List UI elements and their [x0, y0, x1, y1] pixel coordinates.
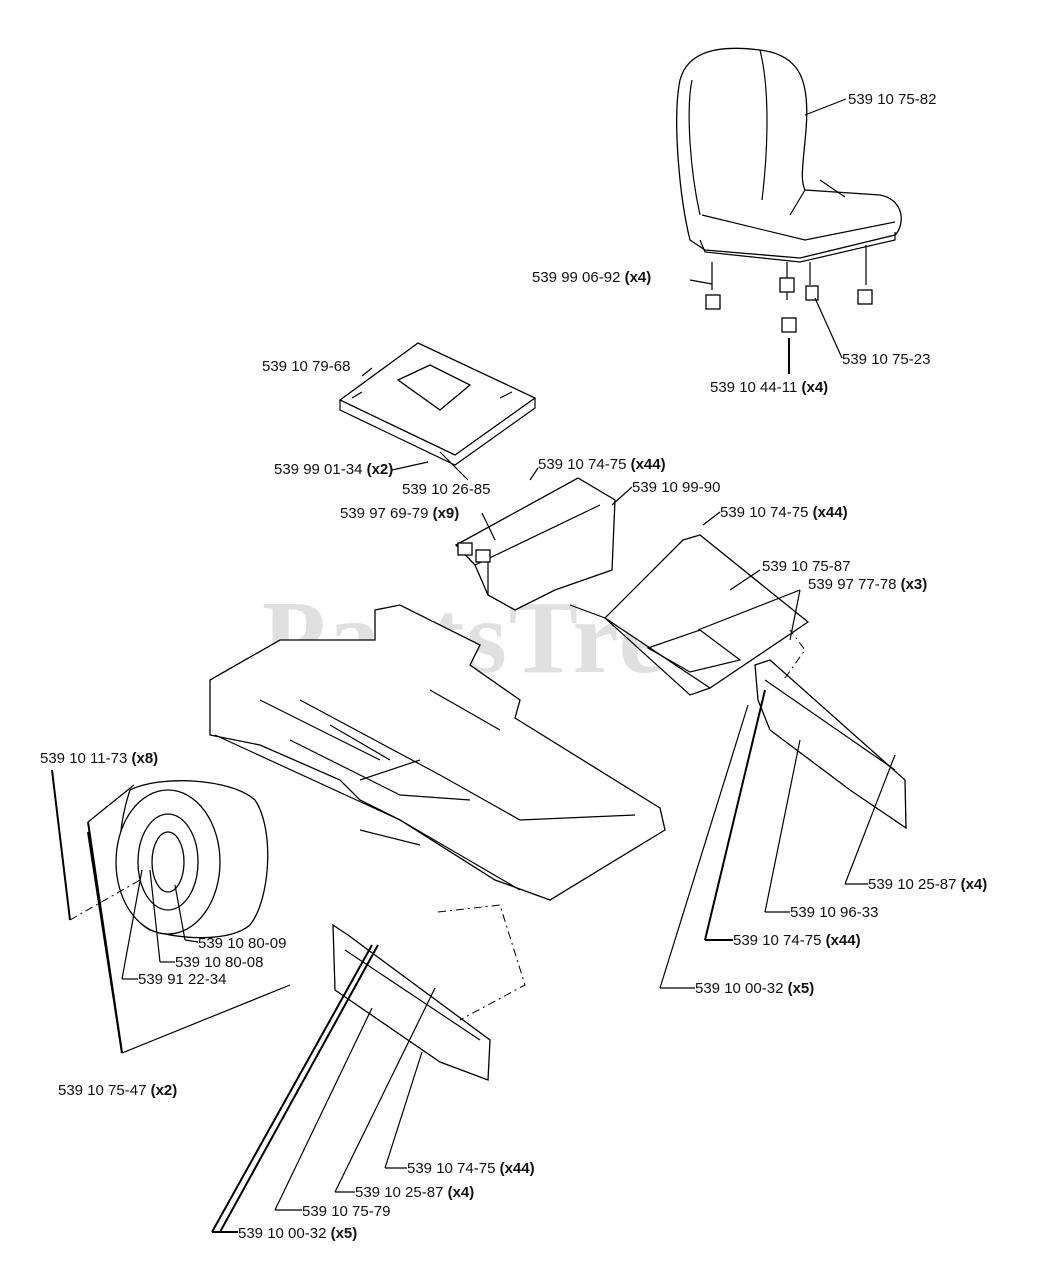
- callout-nut-left: 539 10 25-87 (x4): [355, 1184, 475, 1201]
- callout-clip: 539 10 26-85: [402, 481, 491, 498]
- callout-seat-knob: 539 10 44-11 (x4): [710, 379, 829, 396]
- right-panel-drawing: [754, 659, 907, 830]
- callout-floor-screw: 539 97 77-78 (x3): [808, 576, 928, 593]
- callout-screw: 539 97 69-79 (x9): [340, 505, 460, 522]
- wheel-drawing: [115, 780, 269, 939]
- callout-wheel-assy: 539 10 75-47 (x2): [58, 1082, 178, 1099]
- seat-drawing: [676, 47, 902, 333]
- callout-washer-right: 539 10 00-32 (x5): [695, 980, 815, 997]
- callout-nut-right: 539 10 25-87 (x4): [868, 876, 988, 893]
- callout-seat-switch: 539 10 75-23: [842, 351, 931, 368]
- callout-bolt-top: 539 10 74-75 (x44): [538, 456, 666, 473]
- callout-bearing: 539 91 22-34: [138, 971, 227, 988]
- callout-bracket: 539 10 99-90: [632, 479, 721, 496]
- bracket-drawing: [454, 477, 616, 611]
- callout-left-panel: 539 10 75-79: [302, 1203, 391, 1220]
- callout-washer-left: 539 10 00-32 (x5): [238, 1225, 358, 1242]
- callout-bolt-right: 539 10 74-75 (x44): [733, 932, 861, 949]
- seat-pan-drawing: [338, 342, 537, 466]
- callout-tire-bolt: 539 10 11-73 (x8): [40, 750, 159, 767]
- callout-seat-pan: 539 10 79-68: [262, 358, 351, 375]
- callout-seat-washer: 539 99 06-92 (x4): [532, 269, 652, 286]
- callout-pin: 539 99 01-34 (x2): [274, 461, 394, 478]
- floor-pan-drawing: [569, 534, 810, 696]
- callout-tire: 539 10 80-09: [198, 935, 287, 952]
- callout-floor-pan: 539 10 75-87: [762, 558, 851, 575]
- callout-rim: 539 10 80-08: [175, 954, 264, 971]
- callout-bolt-left: 539 10 74-75 (x44): [407, 1160, 535, 1177]
- callout-seat: 539 10 75-82: [848, 91, 937, 108]
- callout-bolt-floor: 539 10 74-75 (x44): [720, 504, 848, 521]
- callout-right-panel: 539 10 96-33: [790, 904, 879, 921]
- left-panel-drawing: [332, 923, 491, 1081]
- frame-drawing: [209, 604, 666, 901]
